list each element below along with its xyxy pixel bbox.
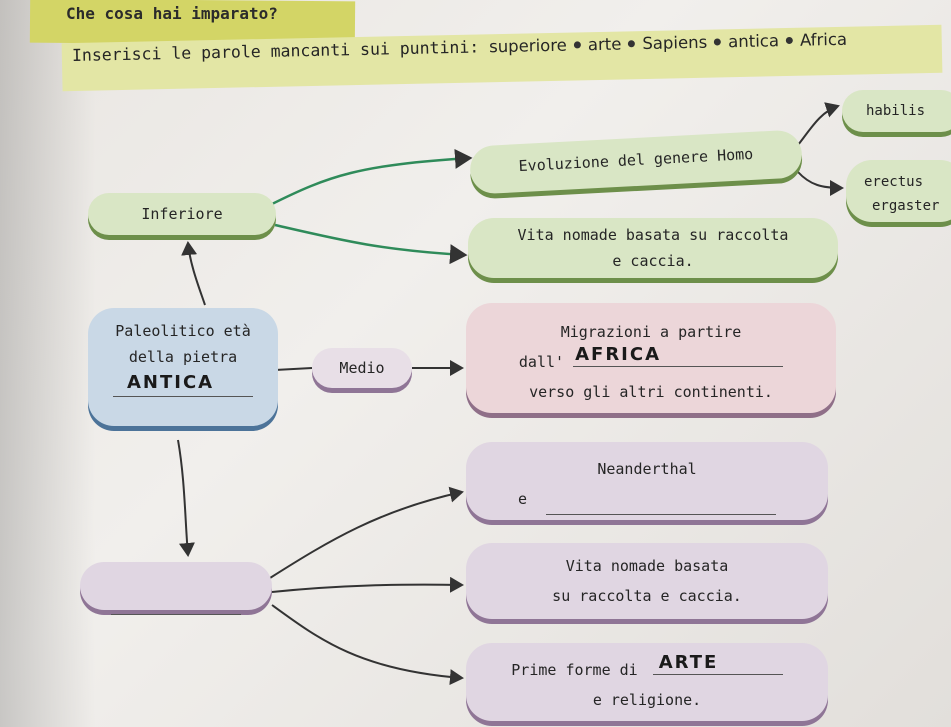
- arte-line1: Prime forme di ARTE: [466, 652, 828, 685]
- vita-inferiore-box: Vita nomade basata su raccolta e caccia.: [468, 218, 838, 278]
- arte-blank[interactable]: ARTE: [652, 652, 783, 675]
- paleolitico-answer: ANTICA: [127, 372, 215, 393]
- ergaster-label: ergaster: [872, 198, 940, 214]
- page-title: Che cosa hai imparato?: [66, 4, 278, 23]
- neanderthal-blank[interactable]: [546, 484, 777, 515]
- medio-box: Medio: [312, 348, 412, 388]
- evoluzione-label: Evoluzione del genere Homo: [518, 144, 754, 176]
- neanderthal-line2: e: [466, 484, 828, 515]
- green-connectors: [269, 148, 473, 265]
- erectus-label: erectus: [864, 174, 924, 190]
- arte-line2: e religione.: [592, 691, 702, 709]
- migrazioni-prefix: dall': [518, 353, 565, 371]
- superiore-box: [80, 562, 272, 615]
- habilis-label: habilis: [866, 103, 926, 119]
- migrazioni-answer: AFRICA: [575, 344, 662, 365]
- medio-label: Medio: [339, 359, 385, 377]
- migrazioni-line3: verso gli altri continenti.: [529, 383, 773, 401]
- arte-answer: ARTE: [658, 652, 719, 673]
- dark-connectors: [177, 102, 844, 686]
- vita-inferiore-line1: Vita nomade basata su raccolta: [517, 226, 789, 244]
- vita-superiore-line2: su raccolta e caccia.: [552, 587, 742, 605]
- migrazioni-line2: dall' AFRICA: [466, 344, 836, 377]
- vita-inferiore-line2: e caccia.: [612, 252, 694, 270]
- paleolitico-box: Paleolitico età della pietra ANTICA: [88, 308, 278, 426]
- paleolitico-blank[interactable]: ANTICA: [88, 372, 278, 405]
- neanderthal-line1: Neanderthal: [597, 460, 697, 478]
- arte-box: Prime forme di ARTE e religione.: [466, 643, 828, 721]
- inferiore-box: Inferiore: [88, 193, 276, 235]
- paleolitico-line2: della pietra: [128, 348, 238, 366]
- habilis-box: habilis: [842, 90, 951, 132]
- vita-superiore-box: Vita nomade basata su raccolta e caccia.: [466, 543, 828, 619]
- arte-prefix: Prime forme di: [511, 661, 638, 679]
- migrazioni-line1: Migrazioni a partire: [560, 323, 742, 341]
- superiore-blank[interactable]: [111, 596, 241, 615]
- erectus-box: erectus ergaster: [846, 160, 951, 222]
- migrazioni-blank[interactable]: AFRICA: [573, 344, 784, 367]
- vita-superiore-line1: Vita nomade basata: [565, 557, 729, 575]
- neanderthal-prefix: e: [517, 490, 527, 508]
- migrazioni-box: Migrazioni a partire dall' AFRICA verso …: [466, 303, 836, 413]
- neanderthal-box: Neanderthal e: [466, 442, 828, 520]
- inferiore-label: Inferiore: [141, 205, 223, 223]
- paleolitico-line1: Paleolitico età: [115, 322, 251, 340]
